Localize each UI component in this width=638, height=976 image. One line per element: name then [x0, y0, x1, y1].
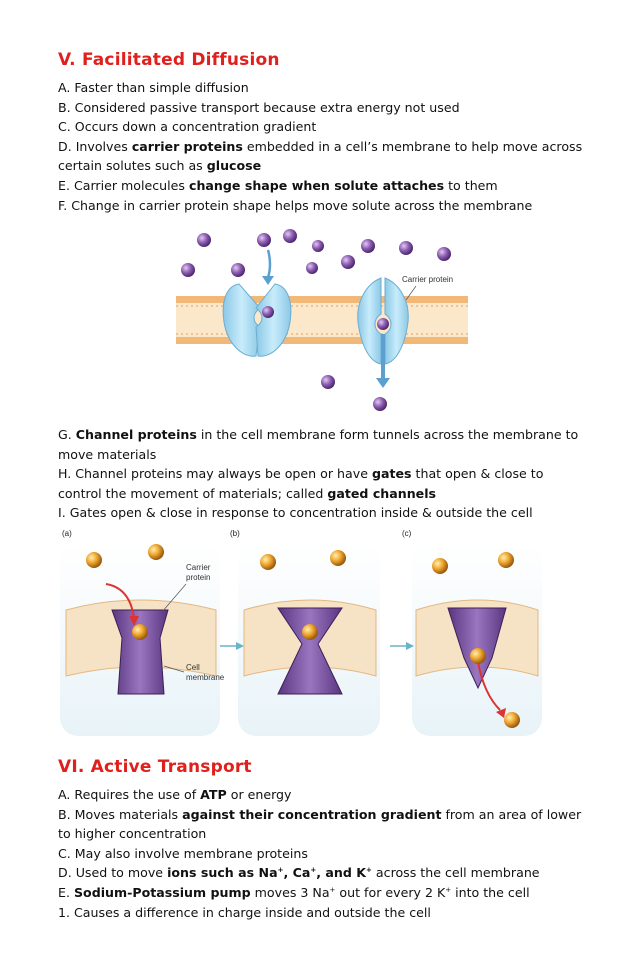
- list-item: D. Used to move ions such as Na+, Ca+, a…: [58, 865, 540, 881]
- carrier-protein-label-line2: protein: [186, 573, 210, 582]
- section-heading-active-transport: VI. Active Transport: [58, 757, 252, 777]
- cell-membrane-label-line2: membrane: [186, 673, 225, 682]
- list-item: E. Carrier molecules change shape when s…: [58, 177, 498, 193]
- list-item: C. Occurs down a concentration gradient: [58, 119, 317, 135]
- list-item: 1. Causes a difference in charge inside …: [58, 904, 431, 920]
- channel-proteins-list: G. Channel proteins in the cell membrane…: [58, 425, 598, 523]
- list-item: certain solutes such as glucose: [58, 158, 262, 174]
- list-item: A. Faster than simple diffusion: [58, 80, 249, 95]
- list-item: I. Gates open & close in response to con…: [58, 505, 533, 521]
- cell-membrane-label-line1: Cell: [186, 663, 200, 672]
- section-heading-facilitated-diffusion: V. Facilitated Diffusion: [58, 50, 280, 70]
- list-item: move materials: [58, 446, 157, 462]
- panel-label-c: (c): [402, 529, 412, 538]
- list-item: H. Channel proteins may always be open o…: [58, 466, 544, 482]
- list-item: to higher concentration: [58, 826, 207, 842]
- gated-channel-figure: (a) (b) (c) Carrier protein Cell membran…: [60, 529, 542, 736]
- active-transport-list: A. Requires the use of ATP or energy B. …: [58, 785, 598, 922]
- list-item: A. Requires the use of ATP or energy: [58, 787, 292, 802]
- carrier-protein-label-line1: Carrier: [186, 563, 211, 572]
- list-item: G. Channel proteins in the cell membrane…: [58, 427, 579, 442]
- list-item: B. Considered passive transport because …: [58, 99, 460, 115]
- list-item: B. Moves materials against their concent…: [58, 806, 582, 822]
- list-item: D. Involves carrier proteins embedded in…: [58, 138, 583, 154]
- list-item: F. Change in carrier protein shape helps…: [58, 197, 533, 213]
- carrier-protein-figure: Carrier protein: [176, 229, 468, 411]
- panel-label-b: (b): [230, 529, 240, 538]
- list-item: E. Sodium-Potassium pump moves 3 Na+ out…: [58, 884, 530, 900]
- list-item: C. May also involve membrane proteins: [58, 845, 308, 861]
- facilitated-diffusion-list: A. Faster than simple diffusion B. Consi…: [58, 78, 598, 215]
- carrier-protein-label: Carrier protein: [402, 275, 453, 284]
- panel-label-a: (a): [62, 529, 72, 538]
- list-item: control the movement of materials; calle…: [58, 485, 437, 501]
